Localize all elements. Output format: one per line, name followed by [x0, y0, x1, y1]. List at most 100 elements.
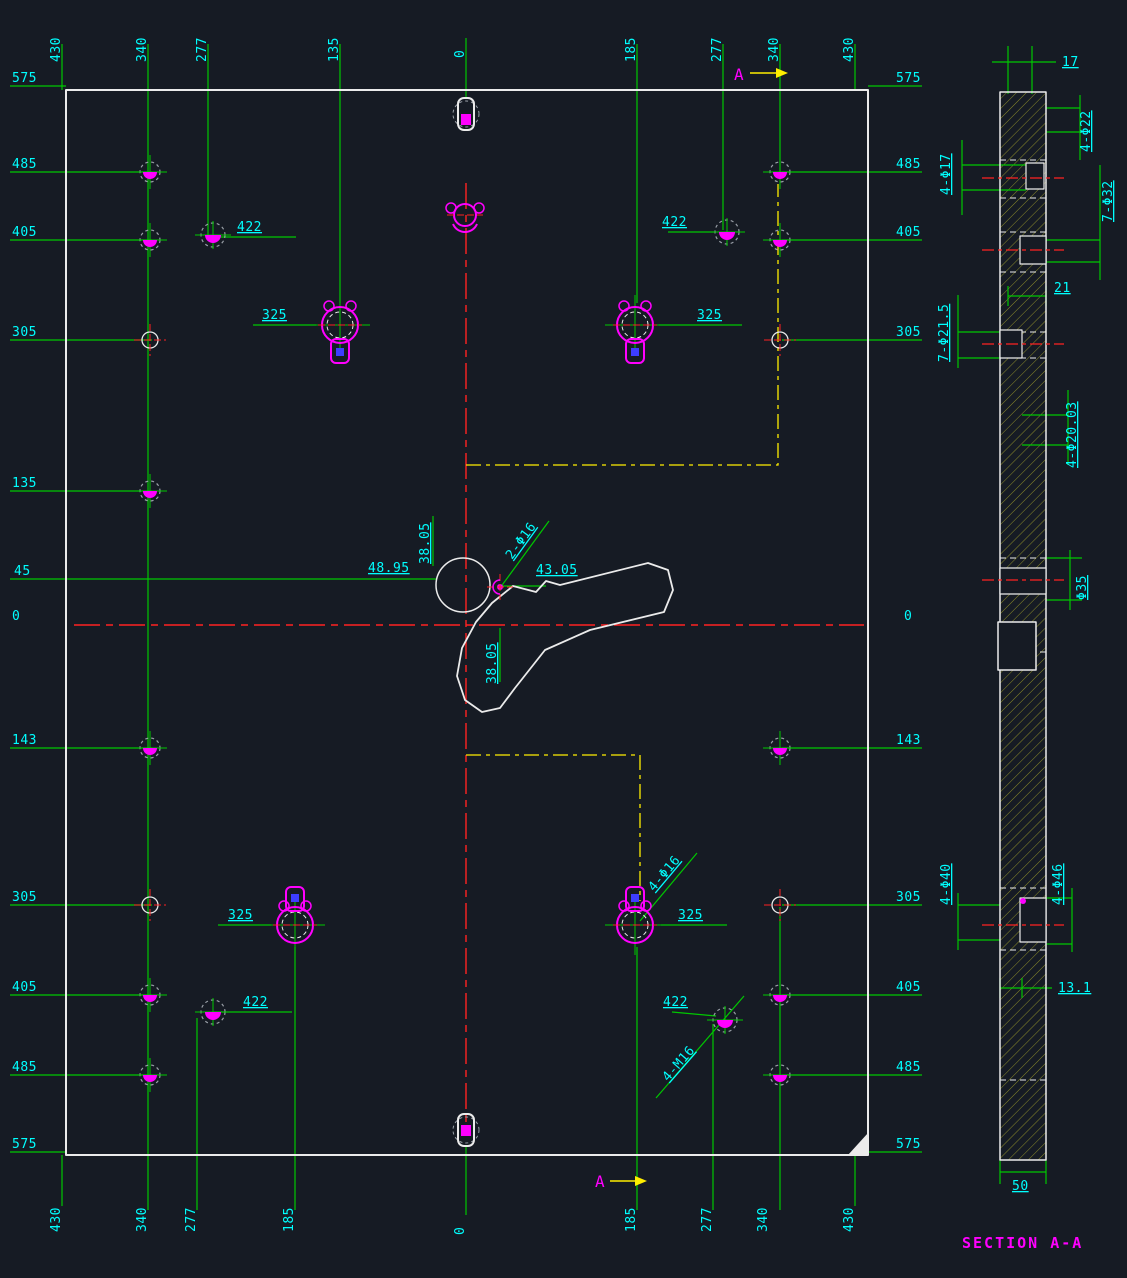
- dim-label: 143: [12, 733, 37, 748]
- pocket: [997, 621, 1037, 671]
- dim-label: 7-Φ21.5: [937, 304, 952, 362]
- hole-rect: [291, 894, 299, 902]
- hole-shape: [143, 1075, 157, 1082]
- hole-circle: [618, 900, 630, 912]
- dim-label: 305: [896, 890, 921, 905]
- hole-circle: [300, 900, 312, 912]
- hole-circle: [278, 900, 290, 912]
- dim-label: 17: [1062, 55, 1079, 70]
- dim-label: 185: [624, 1207, 639, 1232]
- hole-key: [310, 295, 370, 364]
- hole-ringw: [134, 889, 166, 921]
- hole-rect: [625, 886, 645, 912]
- hole-circle: [473, 202, 485, 214]
- dim-label: 143: [896, 733, 921, 748]
- dim-label: 4-Φ17: [939, 153, 954, 195]
- hole-ringm: [133, 1058, 167, 1092]
- dim-label: 485: [896, 1060, 921, 1075]
- hole-circle: [452, 1116, 480, 1144]
- counterbore: [1019, 897, 1047, 943]
- hole-shape: [143, 240, 157, 247]
- hole-shape: [773, 995, 787, 1002]
- hole-ringw: [134, 324, 166, 356]
- dim-label: 422: [243, 995, 268, 1010]
- hole-slot: [452, 1113, 480, 1147]
- dim-label: 0: [12, 609, 20, 624]
- dim-label: 325: [678, 908, 703, 923]
- hole-pt: [487, 574, 513, 600]
- hole-ringm: [763, 223, 797, 257]
- section-arrow-top: [776, 68, 788, 78]
- dim-label: 405: [12, 225, 37, 240]
- hole-circle: [323, 300, 335, 312]
- dim-label: 7-Φ32: [1101, 180, 1116, 222]
- cad-line: [499, 520, 550, 589]
- hole-rect: [457, 1113, 475, 1147]
- hole-cb: [195, 221, 231, 249]
- hole-shape: [143, 995, 157, 1002]
- hole-ringm: [133, 474, 167, 508]
- section-strip-outline: [999, 91, 1047, 1161]
- phantom-path-lower: [466, 754, 641, 901]
- hole-shape: [773, 240, 787, 247]
- dim-label: 575: [896, 71, 921, 86]
- hole-cb: [709, 218, 745, 246]
- dim-label: 277: [700, 1207, 715, 1232]
- hole-rect: [285, 886, 305, 912]
- dim-label: 277: [184, 1207, 199, 1232]
- dim-label: 340: [767, 37, 782, 62]
- dim-label: 422: [237, 220, 262, 235]
- cam-outline: [456, 562, 674, 713]
- hole-ringm: [133, 731, 167, 765]
- hole-key: [605, 295, 665, 364]
- dim-label: 50: [1012, 1179, 1029, 1194]
- dim-label: 430: [49, 37, 64, 62]
- hole-circle: [452, 100, 480, 128]
- section-arrow-bottom: [635, 1176, 647, 1186]
- hole-shape: [143, 491, 157, 498]
- dim-label: 185: [624, 37, 639, 62]
- dim-label: 340: [135, 1207, 150, 1232]
- dim-label: 4-Φ22: [1079, 110, 1094, 152]
- hole-ringw: [764, 889, 796, 921]
- hole-shape: [773, 748, 787, 755]
- counterbore: [1025, 162, 1045, 190]
- hole-shape: [205, 235, 221, 243]
- dim-label: 0: [904, 609, 912, 624]
- dim-label: 325: [228, 908, 253, 923]
- hole-key: [605, 886, 665, 955]
- hole-circle: [640, 300, 652, 312]
- hole-rect: [330, 338, 350, 364]
- corner-notch: [848, 1133, 868, 1155]
- hole-rect: [625, 338, 645, 364]
- hole-ringm: [763, 731, 797, 765]
- hole-shape: [143, 748, 157, 755]
- cad-circle: [435, 557, 491, 613]
- hole-shape: [773, 172, 787, 179]
- hole-ringm: [763, 978, 797, 1012]
- hole-slot: [452, 97, 480, 131]
- dim-label: 38.05: [485, 642, 500, 684]
- dim-label: 575: [12, 1137, 37, 1152]
- dim-label: 13.1: [1058, 981, 1091, 996]
- dim-label: 405: [896, 225, 921, 240]
- dim-label: 0: [453, 1227, 468, 1235]
- dim-label: A: [595, 1172, 605, 1191]
- dim-label: 405: [896, 980, 921, 995]
- dim-label: 325: [262, 308, 287, 323]
- hole-circle: [445, 202, 457, 214]
- hole-key: [265, 886, 325, 955]
- hole-circle: [345, 300, 357, 312]
- hole-cb: [195, 998, 231, 1026]
- dim-label: 305: [12, 325, 37, 340]
- dim-label: 430: [842, 1207, 857, 1232]
- hole-shape: [719, 232, 735, 240]
- dim-label: 4-Φ20.03: [1065, 401, 1080, 468]
- dim-label: 0: [453, 50, 468, 58]
- hole-ringw: [764, 324, 796, 356]
- hole-shape: [205, 1012, 221, 1020]
- hole-shape: [452, 223, 478, 233]
- hole-circle: [618, 300, 630, 312]
- hole-cb: [707, 1006, 743, 1034]
